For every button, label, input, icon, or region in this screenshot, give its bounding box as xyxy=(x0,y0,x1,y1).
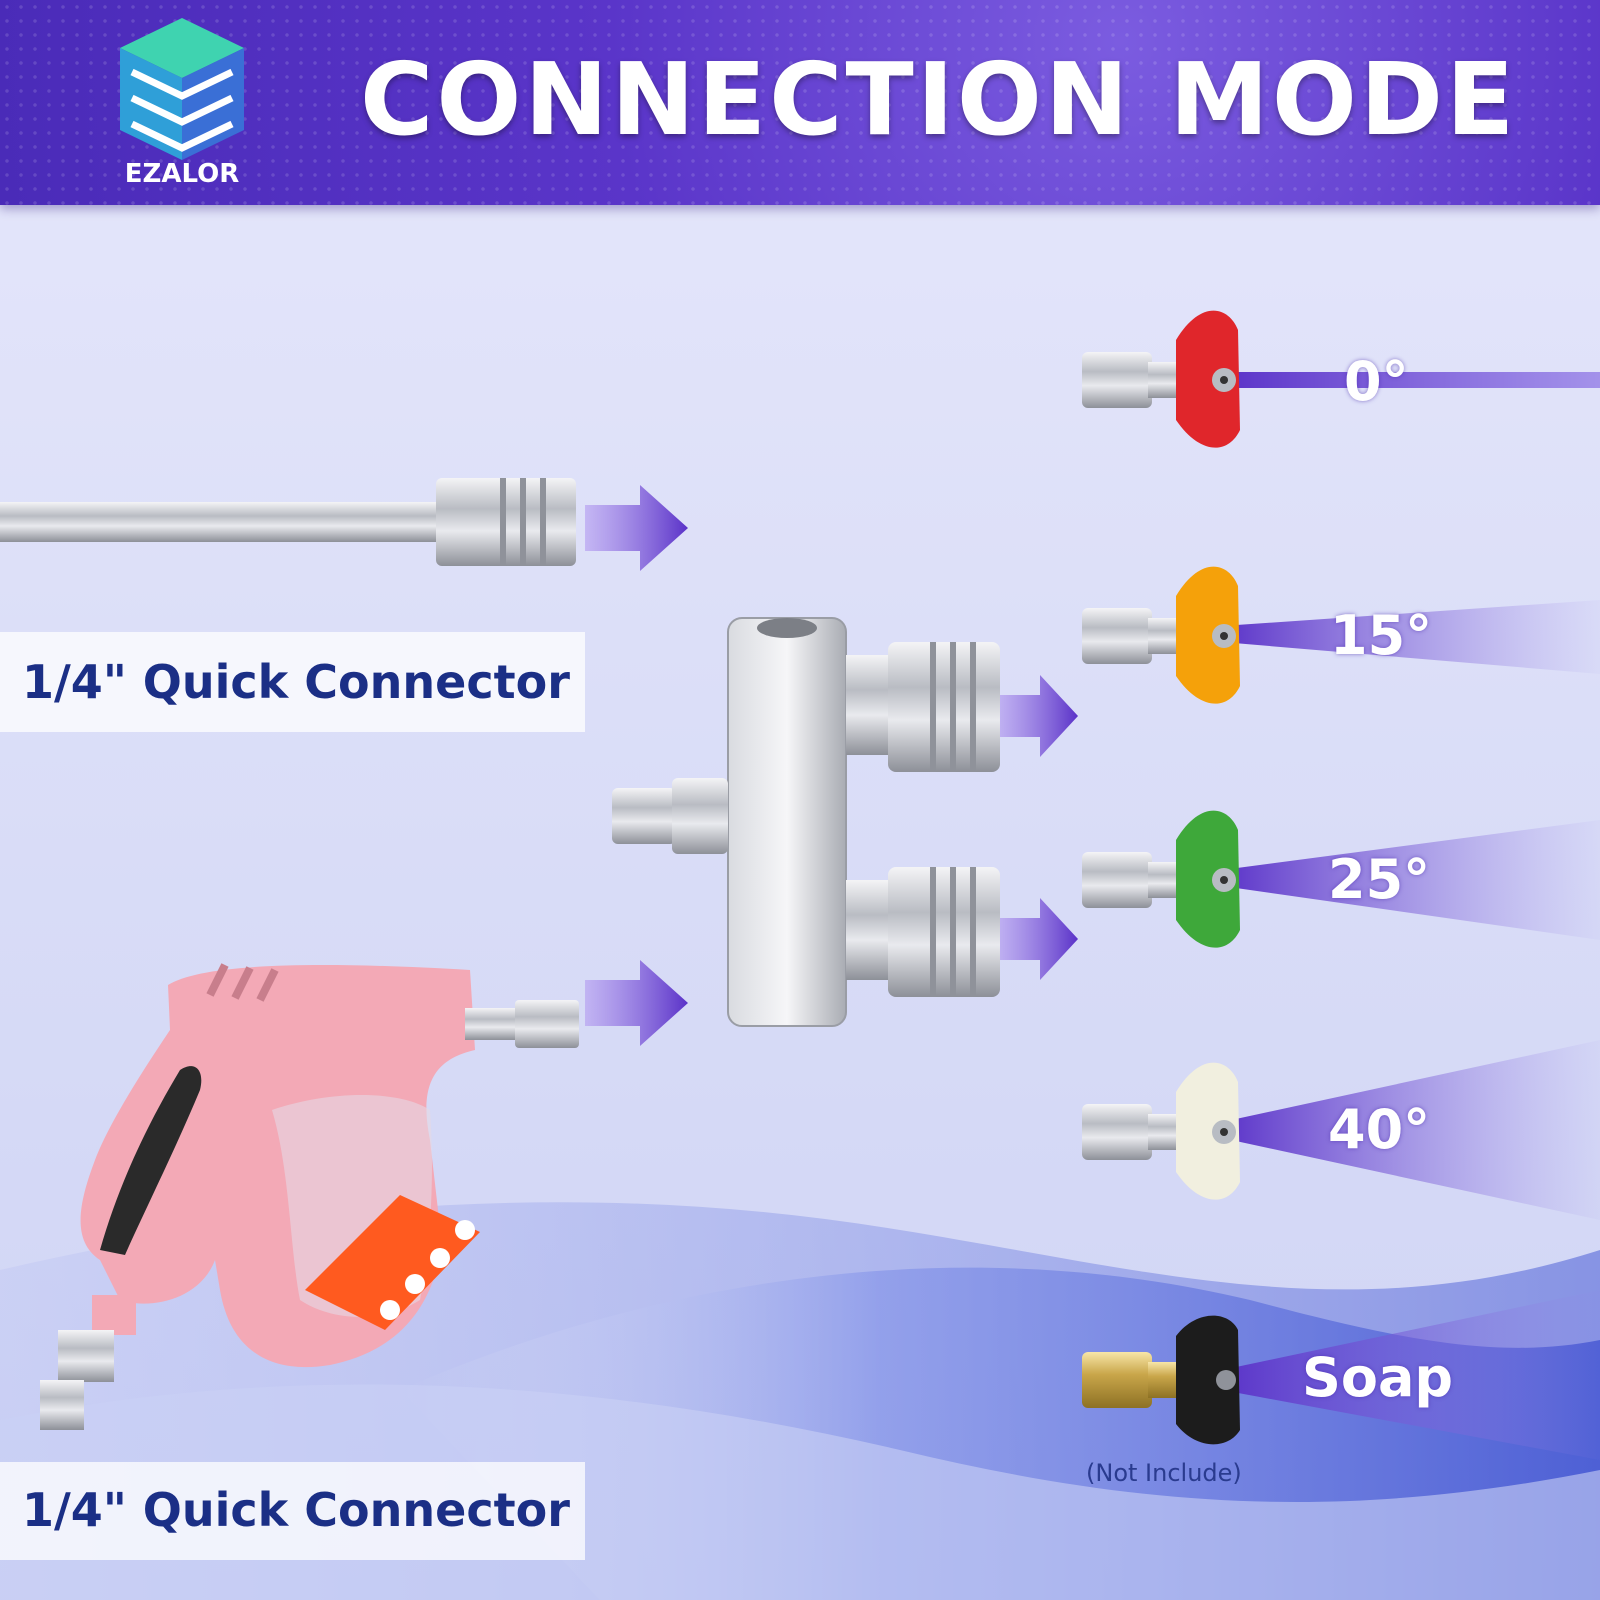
nozzle-label-0: 0° xyxy=(1344,350,1409,413)
arrow-icon xyxy=(585,960,688,1046)
brand-name: EZALOR xyxy=(124,159,240,189)
nozzle-40-degree xyxy=(1082,1040,1600,1220)
nozzle-15-degree xyxy=(1082,566,1600,704)
header-dot-pattern xyxy=(0,0,1600,205)
dual-outlet-manifold xyxy=(612,617,1000,1027)
spray-gun xyxy=(40,963,579,1430)
arrow-icon xyxy=(995,898,1078,980)
bottom-connector-label: 1/4" Quick Connector xyxy=(22,1483,570,1537)
nozzle-label-15: 15° xyxy=(1330,604,1433,667)
nozzle-soap xyxy=(1082,1290,1600,1460)
header-banner xyxy=(0,0,1600,205)
arrow-icon xyxy=(995,675,1078,757)
nozzle-label-40: 40° xyxy=(1328,1098,1431,1161)
arrow-icon xyxy=(585,485,688,571)
nozzle-label-soap: Soap xyxy=(1302,1346,1454,1409)
label-panel-bottom xyxy=(0,1462,585,1560)
page-title: CONNECTION MODE xyxy=(360,41,1518,158)
nozzle-label-25: 25° xyxy=(1328,848,1431,911)
trigger-guard xyxy=(305,1195,480,1330)
nozzle-25-degree xyxy=(1082,810,1600,948)
nozzle-0-degree xyxy=(1082,310,1600,448)
spray-wand xyxy=(0,478,576,566)
not-included-note: (Not Include) xyxy=(1086,1459,1242,1487)
top-connector-label: 1/4" Quick Connector xyxy=(22,655,570,709)
label-panel-top xyxy=(0,632,585,732)
